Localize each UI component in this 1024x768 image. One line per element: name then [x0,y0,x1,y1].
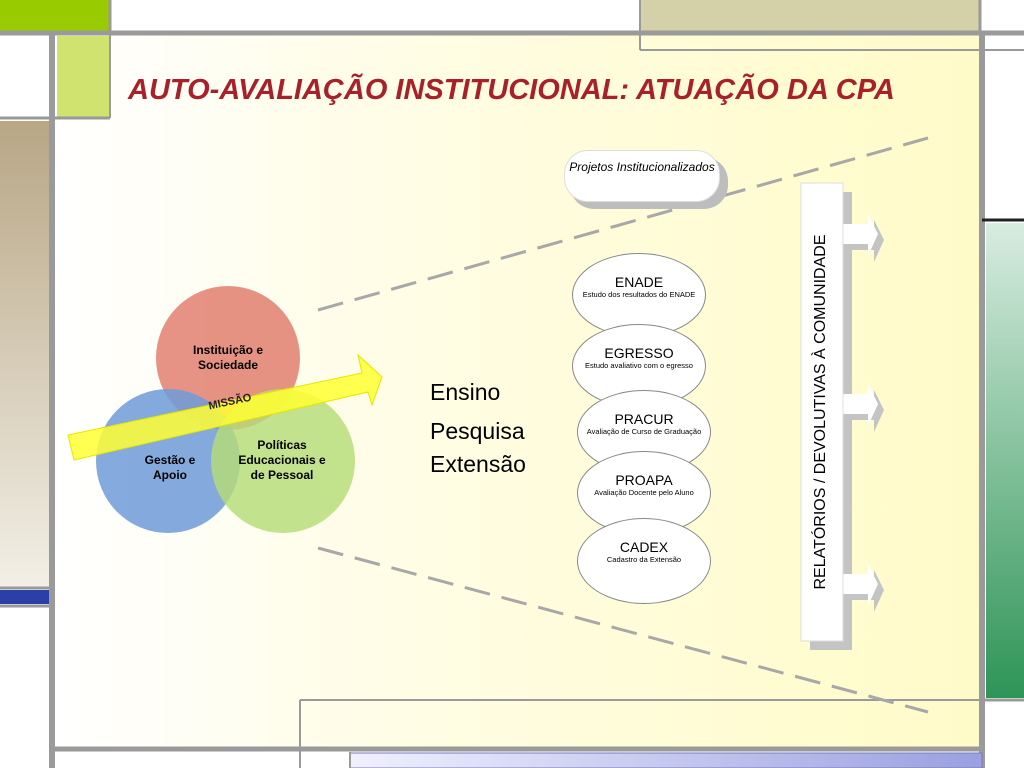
projects-label: Projetos Institucionalizados [569,160,715,174]
program-desc: Estudo dos resultados do ENADE [582,290,696,299]
pillar-extensao: Extensão [430,451,526,477]
program-name: PRACUR [614,411,674,427]
pillar-ensino: Ensino [430,379,501,405]
funnel-top-line [317,136,929,312]
top-green-block [0,0,110,32]
program-name: PROAPA [615,472,673,488]
program-name: EGRESSO [604,345,674,361]
projects-pill: Projetos Institucionalizados [564,150,720,202]
top-khaki-block [640,0,980,32]
circle-politicas [211,389,355,533]
right-gradient-block [986,223,1024,698]
program-desc: Cadastro da Extensão [606,555,682,564]
program-desc: Avaliação de Curso de Graduação [586,427,702,436]
reports-arrows [800,182,884,650]
circle-instituicao-label: Instituição e Sociedade [192,343,263,372]
program-name: ENADE [614,274,664,290]
program-desc: Estudo avaliativo com o egresso [585,361,693,370]
left-gradient-block [0,121,49,587]
left-blue-block [0,590,49,604]
page-title: AUTO-AVALIAÇÃO INSTITUCIONAL: ATUAÇÃO DA… [128,74,895,106]
program-desc: Avaliação Docente pelo Aluno [594,488,694,497]
program-enade: ENADE Estudo dos resultados do ENADE [572,253,706,337]
pillar-pesquisa: Pesquisa [430,418,525,444]
circle-politicas-label: Políticas Educacionais e de Pessoal [238,438,326,482]
program-pracur: PRACUR Avaliação de Curso de Graduação [577,390,711,474]
program-cadex: CADEX Cadastro da Extensão [577,518,711,604]
funnel-bottom-line [317,546,929,714]
missao-arrow [67,353,383,461]
circle-gestao-label: Gestão e Apoio [144,453,196,482]
left-lime-block [57,36,110,118]
reports-label: RELATÓRIOS / DEVOLUTIVAS À COMUNIDADE [812,234,829,590]
program-name: CADEX [619,539,669,555]
